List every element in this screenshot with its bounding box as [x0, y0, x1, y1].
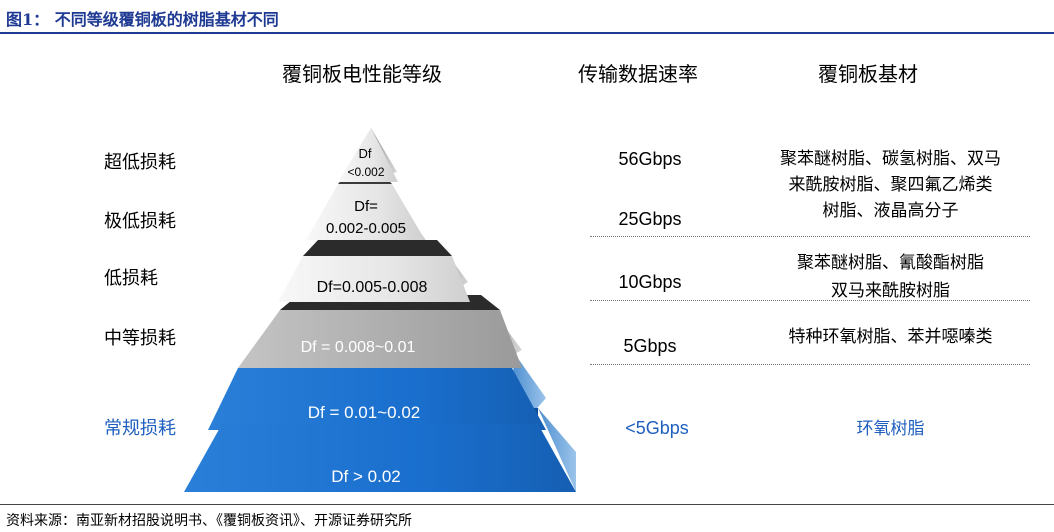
row-separator [590, 236, 1030, 237]
rate-medium: 5Gbps [623, 336, 677, 356]
tier-4-label: Df = 0.008~0.01 [301, 339, 416, 356]
tier-3-front [278, 256, 470, 302]
header-material: 覆铜板基材 [818, 62, 918, 86]
tier-1-label-line2: <0.002 [347, 165, 384, 179]
tier-5-label: Df = 0.01~0.02 [308, 403, 420, 422]
tier-4-front [238, 310, 522, 368]
material-medium: 特种环氧树脂、苯并噁嗪类 [738, 324, 1043, 350]
material-line: 树脂、液晶高分子 [822, 201, 959, 221]
header-rate: 传输数据速率 [578, 62, 698, 86]
row-separator [590, 300, 1030, 301]
source-note: 资料来源：南亚新材招股说明书、《覆铜板资讯》、开源证券研究所 [6, 513, 412, 529]
rate-very-low: 25Gbps [618, 209, 682, 229]
level-ultra-low: 超低损耗 [104, 152, 176, 173]
title-rule [0, 32, 1054, 34]
rate-low: 10Gbps [618, 272, 682, 292]
material-line: 来酰胺树脂、聚四氟乙烯类 [788, 175, 993, 195]
tier-5-front [208, 368, 546, 430]
level-medium: 中等损耗 [104, 328, 176, 349]
level-standard: 常规损耗 [104, 418, 176, 439]
tier-2-label-line2: 0.002-0.005 [326, 220, 406, 237]
figure-title: 图1： 不同等级覆铜板的树脂基材不同 [6, 10, 279, 29]
header-grade: 覆铜板电性能等级 [282, 62, 442, 86]
material-standard: 环氧树脂 [738, 416, 1043, 442]
tier-3-top [303, 240, 452, 256]
level-low: 低损耗 [104, 268, 158, 289]
tier-2-label-line1: Df= [354, 198, 378, 215]
tier-3-label: Df=0.005-0.008 [317, 279, 428, 296]
tier-2-front [306, 184, 425, 240]
material-line: 特种环氧树脂、苯并噁嗪类 [788, 327, 993, 347]
material-ultra-very-low: 聚苯醚树脂、碳氢树脂、双马 来酰胺树脂、聚四氟乙烯类 树脂、液晶高分子 [738, 146, 1043, 224]
row-separator [590, 364, 1030, 365]
rate-ultra-low: 56Gbps [618, 149, 682, 169]
tier-6-front [184, 424, 576, 492]
level-very-low: 极低损耗 [104, 211, 176, 232]
tier-1-label-line1: Df [359, 146, 372, 161]
material-low: 聚苯醚树脂、氰酸酯树脂 双马来酰胺树脂 [738, 249, 1043, 305]
material-line: 双马来酰胺树脂 [831, 281, 950, 301]
material-line: 聚苯醚树脂、氰酸酯树脂 [797, 253, 984, 273]
material-line: 聚苯醚树脂、碳氢树脂、双马 [780, 149, 1001, 169]
rate-standard: <5Gbps [625, 418, 689, 438]
tier-6-label: Df > 0.02 [331, 467, 400, 486]
source-rule [0, 504, 1054, 505]
material-line: 环氧树脂 [856, 419, 925, 439]
tier-6-side [538, 408, 576, 492]
tier-1-front [338, 128, 398, 182]
